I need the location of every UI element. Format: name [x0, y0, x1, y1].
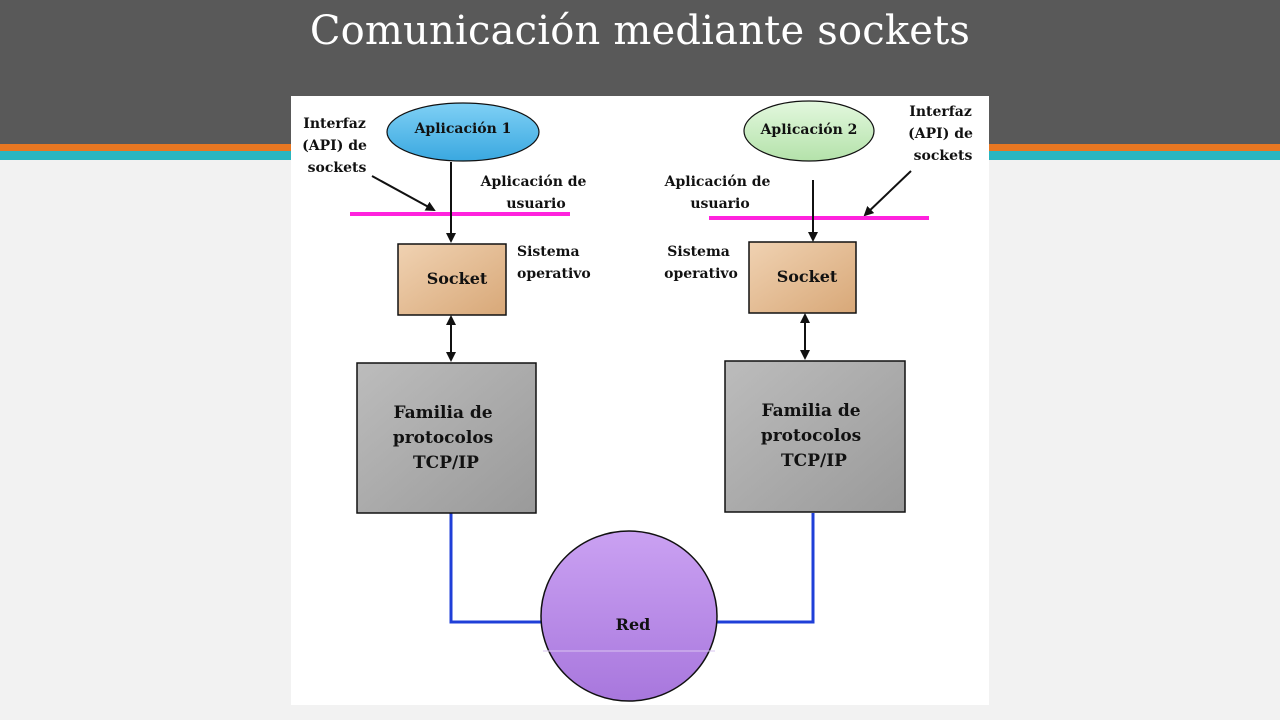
left-socket-label: Socket	[427, 269, 488, 288]
network-link-left	[449, 513, 541, 624]
app2-label: Aplicación 2	[760, 122, 858, 138]
right-protocol-label: Familia de protocolos TCP/IP	[761, 401, 867, 471]
right-os-label: Sistema operativo	[664, 244, 738, 282]
left-socket-box	[397, 243, 507, 316]
left-api-label: Interfaz (API) de sockets	[302, 116, 372, 176]
left-api-arrow	[371, 175, 436, 211]
slide-title: Comunicación mediante sockets	[309, 8, 971, 54]
left-protocol-label: Familia de protocolos TCP/IP	[393, 403, 499, 473]
right-user-space-label: Aplicación de usuario	[664, 174, 776, 212]
left-protocol-box	[356, 362, 537, 514]
diagram-panel: Red Aplicación 1 Interfaz (API) de socke…	[291, 96, 989, 705]
right-api-label: Interfaz (API) de sockets	[908, 104, 978, 164]
app1-node	[386, 102, 540, 162]
left-user-space-label: Aplicación de usuario	[480, 174, 592, 212]
right-socket-box	[748, 241, 857, 314]
network-link-right	[716, 513, 815, 624]
right-protocol-box	[724, 360, 906, 513]
app2-node	[743, 100, 875, 162]
app1-label: Aplicación 1	[414, 121, 512, 137]
left-os-label: Sistema operativo	[517, 244, 591, 282]
network-node	[540, 530, 718, 702]
network-label: Red	[616, 615, 651, 634]
socket-communication-diagram: Red Aplicación 1 Interfaz (API) de socke…	[302, 100, 978, 702]
right-api-arrow	[863, 170, 912, 217]
right-socket-label: Socket	[777, 267, 838, 286]
